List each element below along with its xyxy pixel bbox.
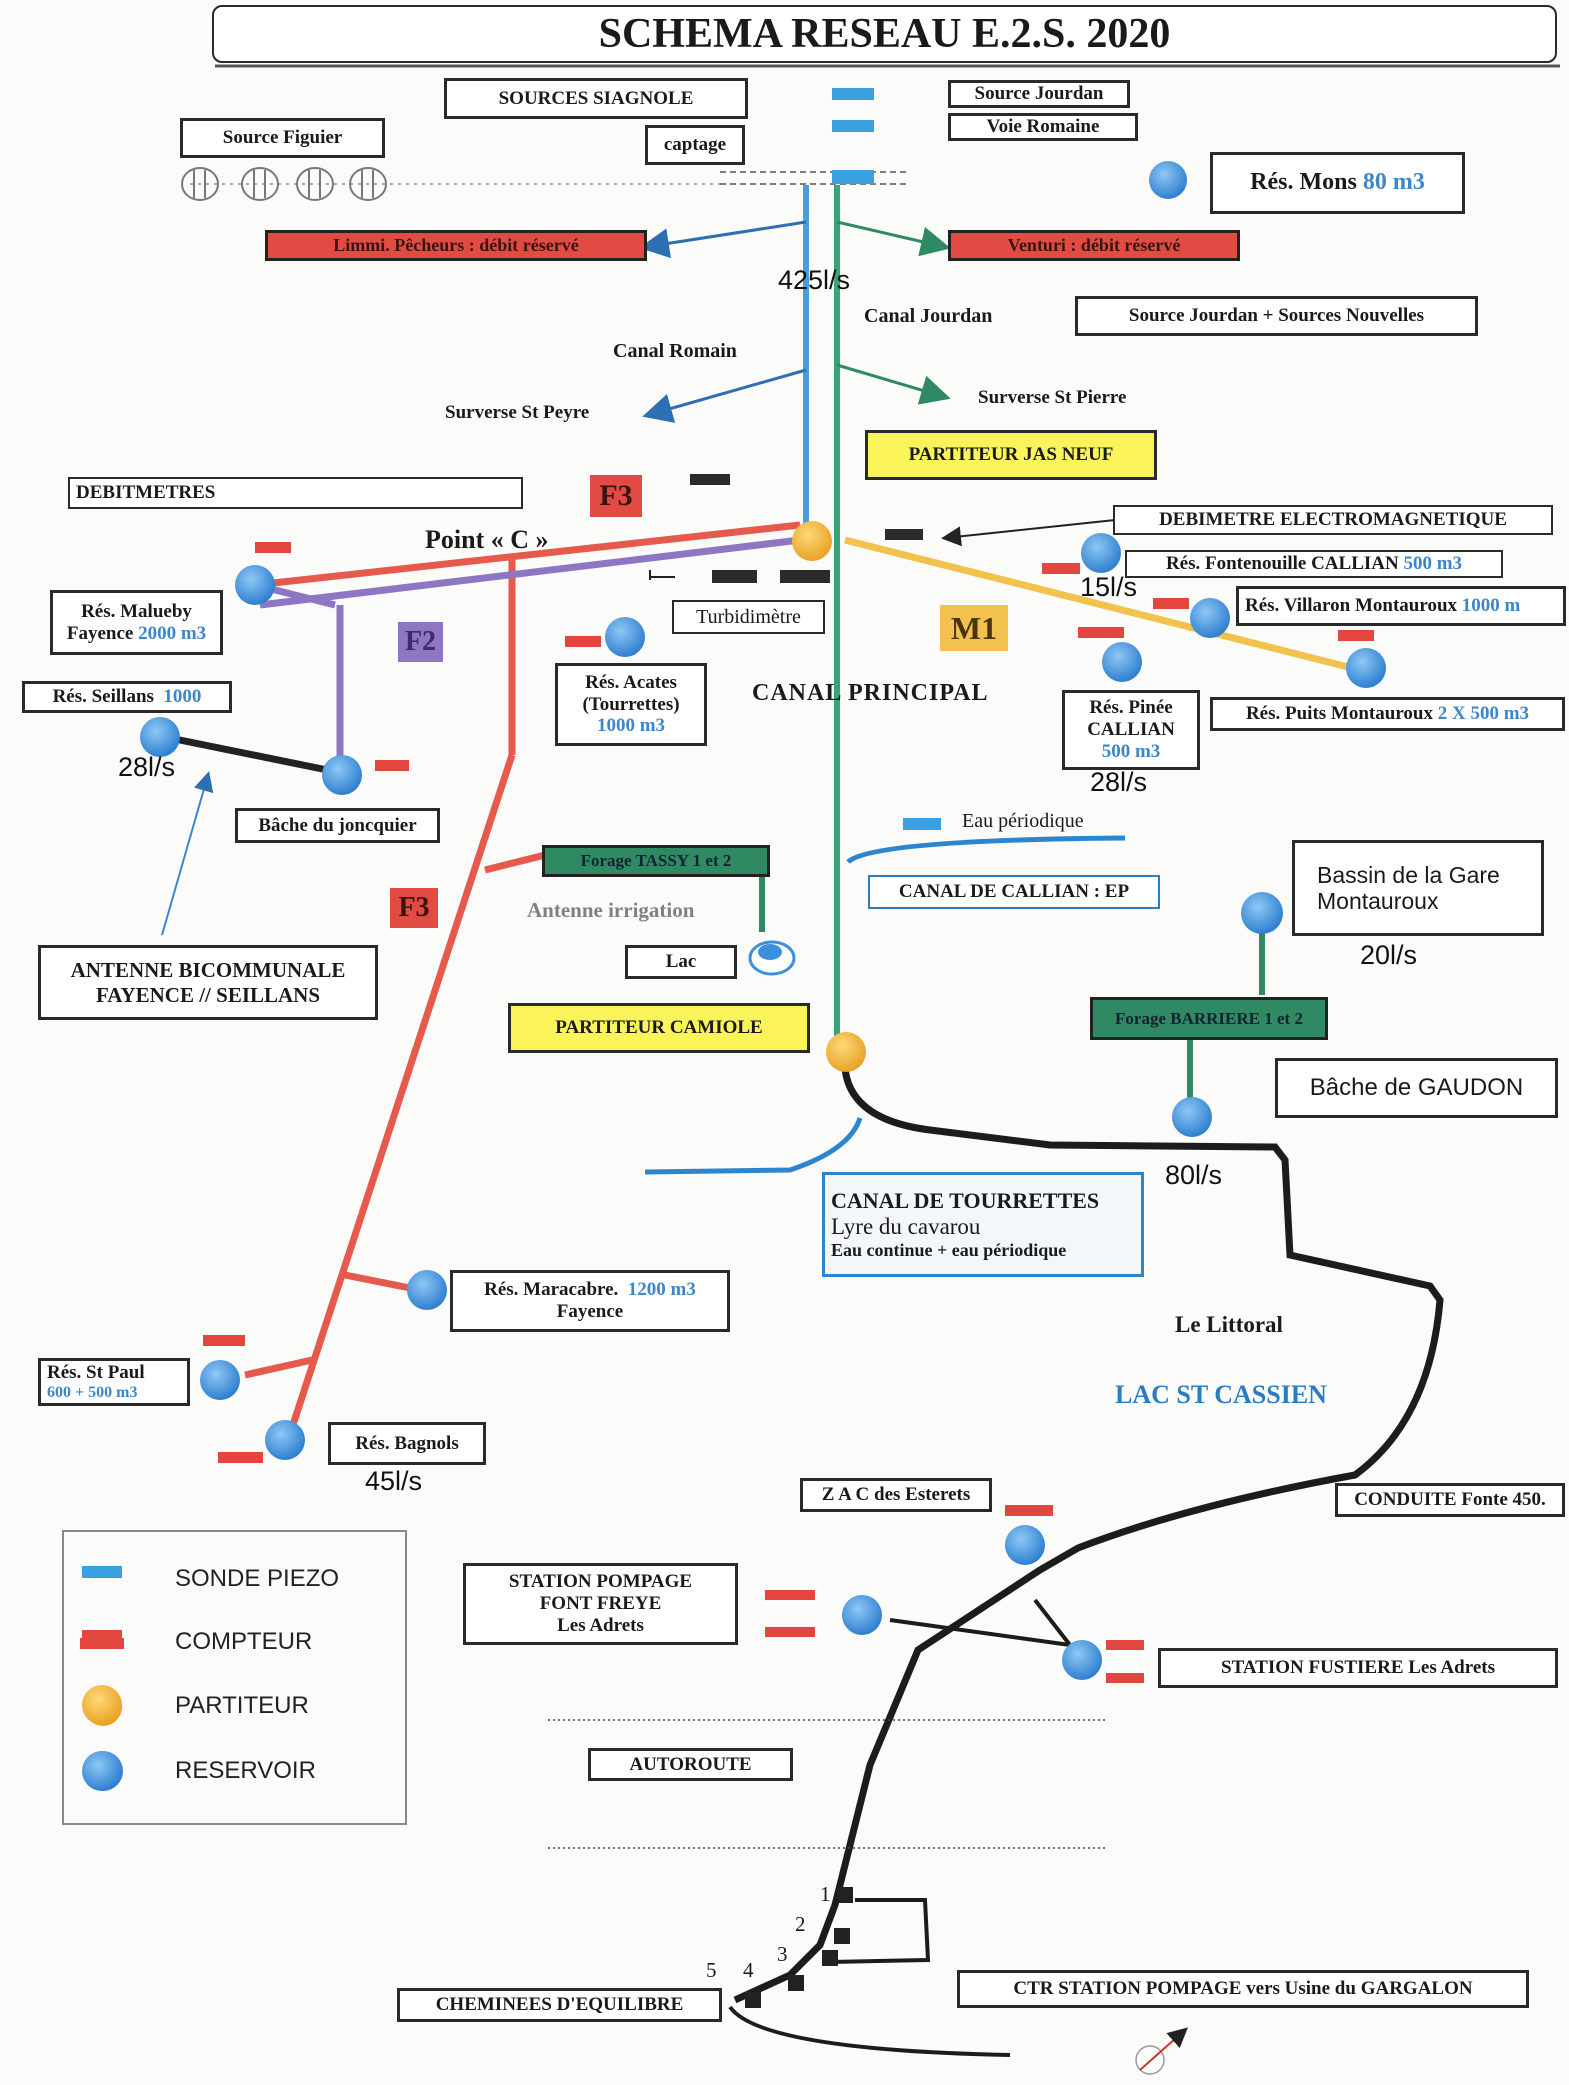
cheminee-number-1: 1 [820, 1882, 831, 1906]
legend-partiteur-symbol [82, 1685, 122, 1725]
title-text: SCHEMA RESEAU E.2.S. 2020 [598, 10, 1171, 57]
legend-label-partiteur: PARTITEUR [175, 1692, 309, 1719]
flow-28-seillans: 28l/s [118, 752, 176, 782]
flow-425: 425l/s [778, 265, 851, 295]
legend-label-reservoir: RESERVOIR [175, 1757, 316, 1784]
station-font-freye-box: STATION POMPAGE FONT FREYE Les Adrets [463, 1563, 738, 1645]
cheminee-number-5: 5 [706, 1958, 717, 1982]
res-malueby-box: Rés. Malueby Fayence 2000 m3 [50, 590, 223, 655]
bache-gaudon-box: Bâche de GAUDON [1275, 1058, 1558, 1118]
debitmetre-markers [690, 474, 923, 583]
littoral-conduit [733, 1067, 1444, 2004]
cheminee-number-3: 3 [777, 1942, 788, 1966]
res-fontenouille-box: Rés. Fontenouille CALLIAN 500 m3 [1125, 550, 1503, 578]
surverse-pierre-label: Surverse St Pierre [978, 387, 1127, 408]
res-seillans-box: Rés. Seillans 1000 [22, 681, 232, 713]
cheminees-box: CHEMINEES D'EQUILIBRE [397, 1988, 722, 2022]
res-villaron-box: Rés. Villaron Montauroux 1000 m [1236, 586, 1566, 626]
canal-principal-label: CANAL PRINCIPAL [752, 680, 989, 706]
debitmetres-box: DEBITMETRES [68, 477, 523, 509]
autoroute-box: AUTOROUTE [588, 1748, 793, 1781]
res-bagnols-box: Rés. Bagnols [328, 1422, 486, 1465]
sonde-piezo-markers [832, 88, 941, 830]
turbidimetre-box: Turbidimètre [672, 600, 825, 634]
legend-box [62, 1530, 407, 1825]
source-figuier-box: Source Figuier [180, 118, 385, 158]
flow-28-pinee: 28l/s [1090, 767, 1148, 797]
lac-st-cassien-label: LAC ST CASSIEN [1115, 1380, 1327, 1409]
f3-main-line [254, 521, 801, 589]
voie-romaine-box: Voie Romaine [948, 113, 1138, 141]
res-acates-box: Rés. Acates (Tourrettes) 1000 m3 [555, 663, 707, 746]
m1-label: M1 [940, 605, 1008, 651]
canal-jourdan-label: Canal Jourdan [864, 305, 993, 327]
conduite-box: CONDUITE Fonte 450. [1335, 1483, 1565, 1517]
station-fustiere-box: STATION FUSTIERE Les Adrets [1158, 1648, 1558, 1688]
f2-label: F2 [398, 622, 443, 662]
partiteur-camiole-box: PARTITEUR CAMIOLE [508, 1003, 810, 1053]
f3-label-bottom: F3 [390, 888, 438, 928]
res-puits-box: Rés. Puits Montauroux 2 X 500 m3 [1210, 697, 1565, 731]
surverse-peyre-label: Surverse St Peyre [445, 402, 590, 423]
res-maracabre-box: Rés. Maracabre. 1200 m3 Fayence [450, 1270, 730, 1332]
m1-line [844, 536, 1361, 674]
zac-esterets-box: Z A C des Esterets [800, 1478, 992, 1512]
compteur-markers [80, 542, 1374, 1683]
antenne-irrigation-label: Antenne irrigation [527, 898, 695, 922]
legend-reservoir-symbol [82, 1751, 122, 1791]
ctr-station-box: CTR STATION POMPAGE vers Usine du GARGAL… [957, 1970, 1529, 2008]
cheminee-number-2: 2 [795, 1912, 806, 1936]
legend-sonde-symbol [82, 1566, 122, 1578]
lac-box: Lac [625, 945, 737, 979]
reservoir-markers [83, 161, 1386, 1791]
littoral-label: Le Littoral [1175, 1312, 1283, 1337]
res-st-paul-box: Rés. St Paul 600 + 500 m3 [38, 1358, 190, 1406]
debitmetre-electromagnetique-box: DEBIMETRE ELECTROMAGNETIQUE [1113, 505, 1553, 535]
canal-callian-box: CANAL DE CALLIAN : EP [868, 875, 1160, 909]
source-jourdan-box: Source Jourdan [948, 80, 1130, 108]
captage-box: captage [645, 125, 745, 165]
point-c-label: Point « C » [425, 525, 549, 554]
flow-15: 15l/s [1080, 572, 1138, 602]
forage-barriere-box: Forage BARRIERE 1 et 2 [1090, 997, 1328, 1040]
bassin-gare-box: Bassin de la Gare Montauroux [1292, 840, 1544, 936]
cheminee-markers [745, 1887, 853, 2008]
legend-label-sonde: SONDE PIEZO [175, 1565, 340, 1592]
partiteur-jas-neuf [792, 521, 832, 561]
f2-line [259, 536, 801, 609]
bache-joncquier-box: Bâche du joncquier [235, 808, 440, 843]
forage-tassy-box: Forage TASSY 1 et 2 [542, 845, 770, 877]
res-mons-box: Rés. Mons 80 m3 [1210, 152, 1465, 214]
partiteur-jas-neuf-box: PARTITEUR JAS NEUF [865, 430, 1157, 480]
f3-south-line [284, 753, 516, 1442]
legend-compteur-symbol [82, 1630, 122, 1642]
sources-siagnole-box: SOURCES SIAGNOLE [444, 78, 748, 119]
cheminee-number-4: 4 [743, 1958, 754, 1982]
venturi-box: Venturi : débit réservé [948, 230, 1240, 261]
flow-45: 45l/s [365, 1466, 423, 1496]
limmi-box: Limmi. Pêcheurs : débit réservé [265, 230, 647, 261]
source-jourdan-nouvelles-box: Source Jourdan + Sources Nouvelles [1075, 296, 1478, 336]
page-title: SCHEMA RESEAU E.2.S. 2020 [212, 5, 1557, 63]
canal-romain-label: Canal Romain [613, 340, 737, 362]
antenne-bicommunale-box: ANTENNE BICOMMUNALE FAYENCE // SEILLANS [38, 945, 378, 1020]
res-pinee-box: Rés. Pinée CALLIAN 500 m3 [1062, 690, 1200, 770]
canal-tourrettes-box: CANAL DE TOURRETTES Lyre du cavarou Eau … [822, 1172, 1144, 1277]
flow-80: 80l/s [1165, 1160, 1223, 1190]
flow-20: 20l/s [1360, 940, 1418, 970]
eau-periodique-label: Eau périodique [962, 810, 1084, 832]
f3-label-top: F3 [590, 475, 642, 517]
partiteur-camiole [826, 1032, 866, 1072]
legend-label-compteur: COMPTEUR [175, 1628, 313, 1655]
